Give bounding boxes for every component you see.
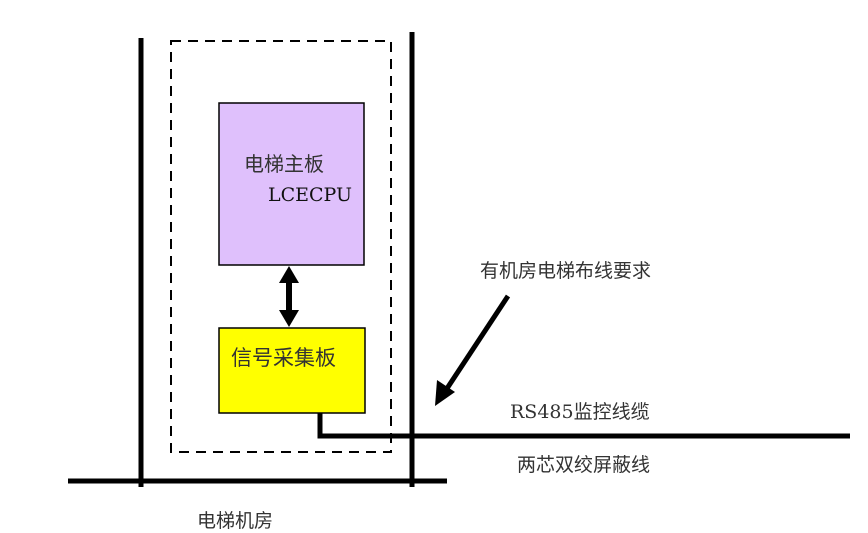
signal-board-title: 信号采集板 xyxy=(231,346,336,370)
bidirectional-arrow xyxy=(279,266,299,327)
signal-board-box xyxy=(218,327,366,414)
main-board-model: LCECPU xyxy=(268,184,353,206)
rs485-cable-line xyxy=(317,413,850,439)
cable-name-label: RS485监控线缆 xyxy=(510,401,650,423)
wiring-requirement-annotation: 有机房电梯布线要求 xyxy=(480,260,652,282)
control-cabinet-dashed-outline xyxy=(170,40,392,453)
cable-type-label: 两芯双绞屏蔽线 xyxy=(517,454,651,476)
machine-room-label: 电梯机房 xyxy=(197,510,274,532)
annotation-arrow xyxy=(435,294,511,406)
main-board-title: 电梯主板 xyxy=(244,152,324,176)
main-board-box xyxy=(218,102,365,266)
